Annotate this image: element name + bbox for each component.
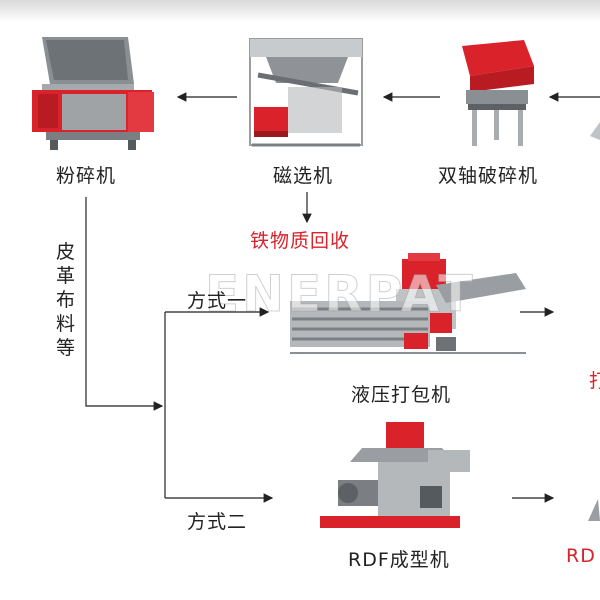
rdf-output-partial-label: RD (566, 545, 596, 567)
baler-output-partial-label: 打 (589, 370, 600, 392)
line-crusher-down (85, 197, 164, 411)
feed-partial (590, 122, 600, 140)
top-fade (0, 0, 600, 22)
crusher-illustration (32, 37, 154, 150)
crusher-label: 粉碎机 (56, 165, 117, 187)
watermark: ENERPAT (205, 265, 476, 324)
iron-recovery-label: 铁物质回收 (250, 230, 351, 252)
double-shaft-shredder-label: 双轴破碎机 (438, 165, 539, 187)
magnetic-separator-illustration (249, 38, 363, 147)
method-one-label: 方式一 (187, 290, 248, 312)
method-two-text: 方式二 (187, 511, 248, 533)
material-note-vertical: 皮革布料等 (56, 241, 76, 359)
rdf-output-partial (588, 499, 600, 521)
rdf-machine-illustration (320, 422, 470, 528)
hydraulic-baler-illustration (290, 253, 526, 354)
hydraulic-baler-label: 液压打包机 (351, 384, 452, 406)
double-shaft-shredder-illustration (462, 40, 534, 146)
rdf-machine-label: RDF成型机 (348, 549, 450, 571)
magnetic-separator-label: 磁选机 (273, 165, 334, 187)
